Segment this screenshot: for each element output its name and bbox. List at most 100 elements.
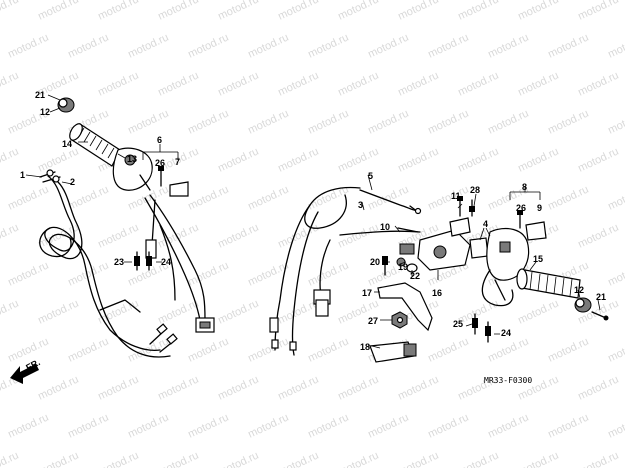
- callout-14: 14: [62, 139, 72, 149]
- callout-13: 13: [127, 154, 137, 164]
- watermark-text: motod.ru: [396, 69, 440, 98]
- watermark-text: motod.ru: [0, 69, 21, 98]
- watermark-text: motod.ru: [486, 335, 530, 364]
- watermark-text: motod.ru: [36, 297, 80, 326]
- watermark-text: motod.ru: [606, 183, 625, 212]
- right-grip-assembly: [465, 186, 609, 343]
- watermark-text: motod.ru: [426, 411, 470, 440]
- watermark-text: motod.ru: [246, 31, 290, 60]
- watermark-text: motod.ru: [516, 69, 560, 98]
- watermark-text: motod.ru: [0, 145, 21, 174]
- watermark-text: motod.ru: [96, 221, 140, 250]
- watermark-text: motod.ru: [396, 145, 440, 174]
- watermark-text: motod.ru: [486, 107, 530, 136]
- watermark-text: motod.ru: [426, 107, 470, 136]
- callout-labels: 21 12 14 13 6 26 7 1 2 23 24 5 3 10 11 2…: [20, 90, 606, 352]
- watermark-text: motod.ru: [216, 373, 260, 402]
- watermark-text: motod.ru: [576, 221, 620, 250]
- watermark-text: motod.ru: [516, 145, 560, 174]
- watermark-text: motod.ru: [96, 373, 140, 402]
- watermark-text: motod.ru: [156, 297, 200, 326]
- callout-21-left: 21: [35, 90, 45, 100]
- watermark-text: motod.ru: [456, 449, 500, 468]
- callout-7: 7: [175, 157, 180, 167]
- watermark-text: motod.ru: [0, 449, 21, 468]
- watermark-text: motod.ru: [606, 411, 625, 440]
- watermark-text: motod.ru: [186, 335, 230, 364]
- callout-6: 6: [157, 135, 162, 145]
- watermark-text: motod.ru: [276, 0, 320, 23]
- watermark-text: motod.ru: [306, 259, 350, 288]
- watermark-text: motod.ru: [396, 449, 440, 468]
- watermark-text: motod.ru: [336, 145, 380, 174]
- callout-26-left: 26: [155, 158, 165, 168]
- watermark-text: motod.ru: [36, 449, 80, 468]
- throttle-cable-assembly: [39, 169, 178, 358]
- watermark-text: motod.ru: [186, 107, 230, 136]
- watermark-text: motod.ru: [246, 335, 290, 364]
- watermark-text: motod.ru: [276, 373, 320, 402]
- watermark-text: motod.ru: [96, 449, 140, 468]
- watermark-text: motod.ru: [186, 411, 230, 440]
- watermark-text: motod.ru: [156, 373, 200, 402]
- watermark-text: motod.ru: [366, 183, 410, 212]
- watermark-text: motod.ru: [546, 31, 590, 60]
- watermark-text: motod.ru: [36, 373, 80, 402]
- callout-26-right: 26: [516, 203, 526, 213]
- watermark-text: motod.ru: [306, 411, 350, 440]
- watermark-text: motod.ru: [126, 107, 170, 136]
- callout-22: 22: [410, 271, 420, 281]
- watermark-text: motod.ru: [96, 297, 140, 326]
- watermark-text: motod.ru: [606, 107, 625, 136]
- watermark-text: motod.ru: [366, 411, 410, 440]
- watermark-text: motod.ru: [276, 449, 320, 468]
- watermark-text: motod.ru: [36, 145, 80, 174]
- watermark-text: motod.ru: [456, 0, 500, 23]
- watermark-text: motod.ru: [546, 183, 590, 212]
- callout-2: 2: [70, 177, 75, 187]
- watermark-text: motod.ru: [486, 31, 530, 60]
- callout-11: 11: [451, 191, 461, 201]
- watermark-text: motod.ru: [186, 183, 230, 212]
- callout-27: 27: [368, 316, 378, 326]
- watermark-text: motod.ru: [306, 107, 350, 136]
- watermark-text: motod.ru: [96, 0, 140, 23]
- watermark-text: motod.ru: [516, 0, 560, 23]
- watermark-text: motod.ru: [426, 335, 470, 364]
- callout-12-right: 12: [574, 285, 584, 295]
- callout-9: 9: [537, 203, 542, 213]
- watermark-text: motod.ru: [606, 259, 625, 288]
- watermark-text: motod.ru: [576, 0, 620, 23]
- callout-24-left: 24: [161, 257, 171, 267]
- watermark-text: motod.ru: [6, 259, 50, 288]
- watermark-text: motod.ru: [156, 221, 200, 250]
- callout-20: 20: [370, 257, 380, 267]
- watermark-text: motod.ru: [6, 183, 50, 212]
- watermark-text: motod.ru: [66, 335, 110, 364]
- watermark-text: motod.ru: [396, 0, 440, 23]
- watermark-text: motod.ru: [546, 335, 590, 364]
- watermark-text: motod.ru: [156, 69, 200, 98]
- callout-23: 23: [114, 257, 124, 267]
- callout-18: 18: [360, 342, 370, 352]
- watermark-text: motod.ru: [0, 297, 21, 326]
- watermark-text: motod.ru: [66, 31, 110, 60]
- watermark-text: motod.ru: [0, 0, 21, 23]
- watermark-text: motod.ru: [306, 31, 350, 60]
- callout-4: 4: [483, 219, 488, 229]
- callout-5: 5: [368, 171, 373, 181]
- watermark-text: motod.ru: [216, 449, 260, 468]
- watermark-text: motod.ru: [336, 449, 380, 468]
- watermark-text: motod.ru: [336, 373, 380, 402]
- watermark-text: motod.ru: [576, 69, 620, 98]
- watermark-text: motod.ru: [6, 335, 50, 364]
- callout-1: 1: [20, 170, 25, 180]
- watermark-text: motod.ru: [0, 221, 21, 250]
- front-direction-arrow: [10, 364, 39, 384]
- watermark-text: motod.ru: [186, 259, 230, 288]
- watermark-text: motod.ru: [6, 31, 50, 60]
- watermark-text: motod.ru: [366, 107, 410, 136]
- watermark-text: motod.ru: [156, 449, 200, 468]
- brake-lever-assembly: [361, 174, 489, 363]
